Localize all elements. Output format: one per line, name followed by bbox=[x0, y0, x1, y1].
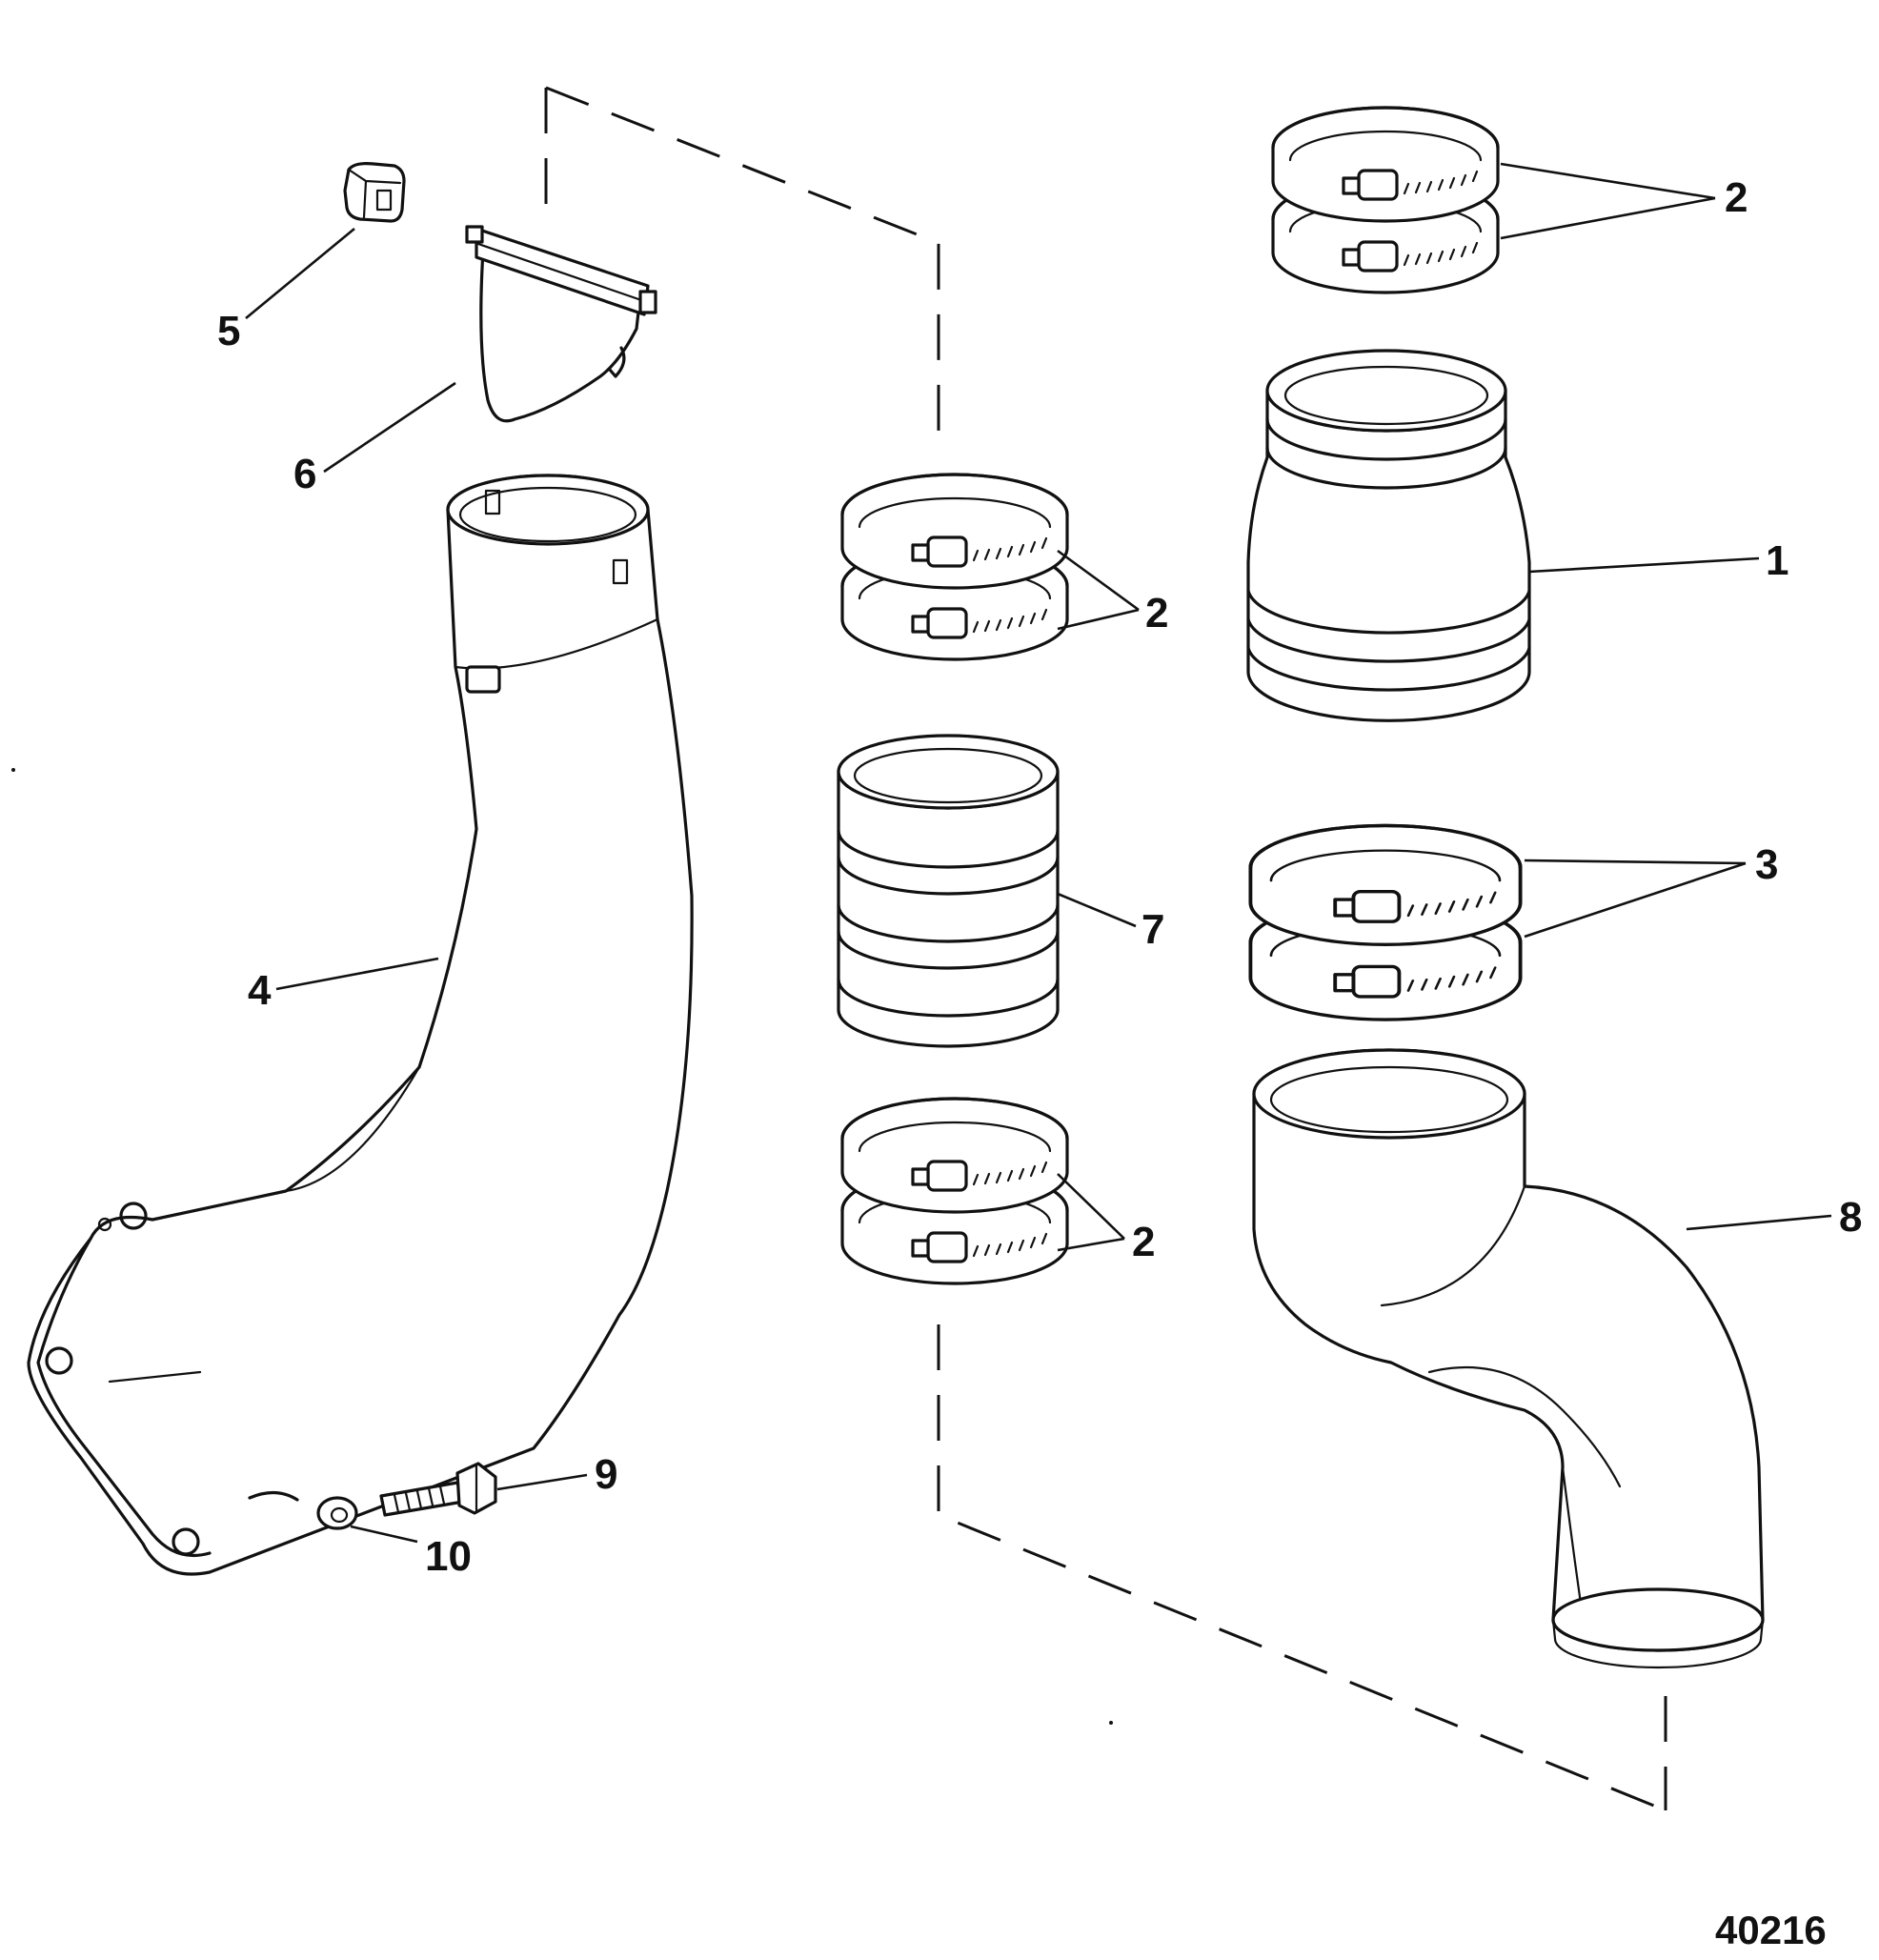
callout-numbers: 1 2 2 2 3 4 5 6 7 8 9 10 bbox=[217, 174, 1862, 1580]
part-9-bolt bbox=[379, 1462, 497, 1517]
callout-3: 3 bbox=[1755, 841, 1778, 888]
assembly-dashed-lines bbox=[544, 86, 1667, 1812]
callout-10: 10 bbox=[425, 1533, 472, 1580]
callout-7: 7 bbox=[1142, 906, 1164, 953]
part-1-hose bbox=[1246, 349, 1531, 722]
callout-5: 5 bbox=[217, 308, 240, 354]
callout-4: 4 bbox=[248, 967, 272, 1014]
callout-1: 1 bbox=[1766, 537, 1788, 584]
part-8-outlet-elbow bbox=[1252, 1048, 1765, 1669]
part-7-hose bbox=[837, 734, 1060, 1048]
callout-8: 8 bbox=[1839, 1194, 1862, 1241]
callout-6: 6 bbox=[293, 451, 316, 497]
callout-9: 9 bbox=[595, 1451, 617, 1498]
speck bbox=[11, 768, 15, 772]
part-2-clamps-right-top bbox=[1271, 106, 1500, 294]
part-4-exhaust-elbow bbox=[27, 474, 694, 1576]
callout-2-center-lower: 2 bbox=[1132, 1219, 1155, 1265]
speck bbox=[1109, 1721, 1113, 1725]
part-3-clamps-right bbox=[1248, 823, 1523, 1022]
callout-2-top: 2 bbox=[1725, 174, 1748, 221]
leader-lines bbox=[245, 162, 1832, 1544]
part-5-plug bbox=[343, 162, 406, 223]
part-2-clamps-center-upper bbox=[840, 473, 1069, 661]
part-10-washer bbox=[316, 1496, 358, 1530]
figure-number: 40216 bbox=[1715, 1908, 1827, 1952]
callout-2-center-upper: 2 bbox=[1145, 590, 1168, 636]
part-6-flapper bbox=[465, 225, 657, 423]
part-2-clamps-center-lower bbox=[840, 1097, 1069, 1285]
